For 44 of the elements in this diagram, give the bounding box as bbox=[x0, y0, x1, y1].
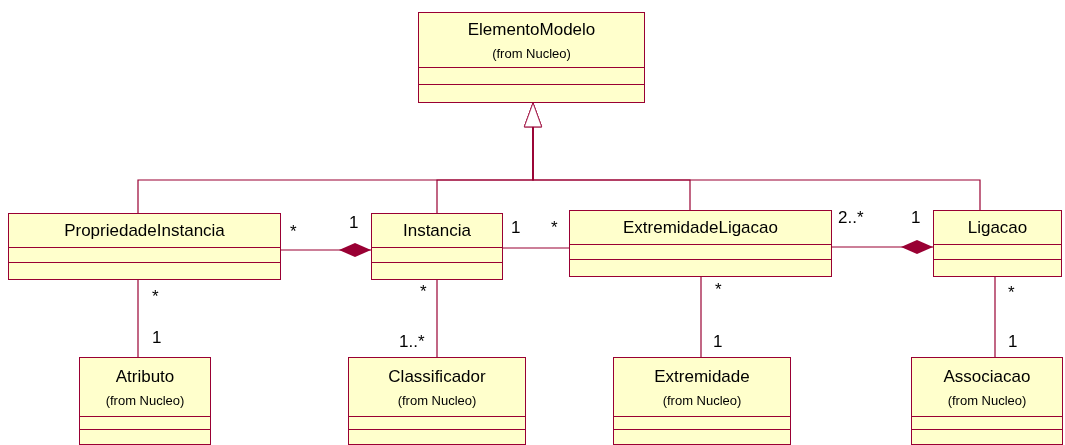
package-note: (from Nucleo) bbox=[662, 392, 742, 408]
association-line bbox=[994, 276, 996, 358]
package-note: (from Nucleo) bbox=[105, 392, 185, 408]
multiplicity-label: * bbox=[290, 222, 297, 242]
multiplicity-label: 1 bbox=[511, 218, 521, 238]
class-box bbox=[569, 210, 832, 277]
package-note: (from Nucleo) bbox=[397, 392, 477, 408]
multiplicity-label: 1 bbox=[349, 213, 359, 233]
association-line bbox=[700, 276, 702, 358]
class-box bbox=[911, 357, 1063, 445]
class-name: Atributo bbox=[115, 366, 175, 387]
class-name: Classificador bbox=[388, 366, 486, 387]
multiplicity-label: 1 bbox=[1008, 332, 1018, 352]
multiplicity-label: 2..* bbox=[838, 208, 864, 228]
class-box bbox=[613, 357, 791, 445]
class-box bbox=[418, 12, 645, 103]
composition-line bbox=[280, 243, 372, 257]
class-name: Instancia bbox=[402, 220, 471, 241]
class-name: ExtremidadeLigacao bbox=[623, 217, 778, 238]
class-name: Extremidade bbox=[654, 366, 750, 387]
class-box bbox=[933, 210, 1062, 277]
class-name: PropriedadeInstancia bbox=[64, 220, 225, 241]
multiplicity-label: 1 bbox=[713, 332, 723, 352]
class-name: ElementoModelo bbox=[467, 19, 596, 40]
association-line bbox=[137, 279, 139, 358]
association-line bbox=[436, 279, 438, 358]
class-box bbox=[348, 357, 526, 445]
association-line bbox=[502, 247, 570, 249]
multiplicity-label: * bbox=[551, 218, 558, 238]
multiplicity-label: 1..* bbox=[399, 332, 425, 352]
multiplicity-label: * bbox=[1008, 283, 1015, 303]
package-note: (from Nucleo) bbox=[492, 45, 571, 61]
class-name: Ligacao bbox=[967, 217, 1028, 238]
multiplicity-label: * bbox=[152, 287, 159, 307]
class-box bbox=[371, 213, 503, 280]
composition-line bbox=[831, 240, 934, 254]
multiplicity-label: 1 bbox=[152, 328, 162, 348]
class-box bbox=[8, 213, 281, 280]
multiplicity-label: 1 bbox=[911, 208, 921, 228]
multiplicity-label: * bbox=[715, 280, 722, 300]
class-name: Associacao bbox=[943, 366, 1031, 387]
multiplicity-label: * bbox=[420, 282, 427, 302]
package-note: (from Nucleo) bbox=[947, 392, 1027, 408]
class-box bbox=[79, 357, 211, 445]
